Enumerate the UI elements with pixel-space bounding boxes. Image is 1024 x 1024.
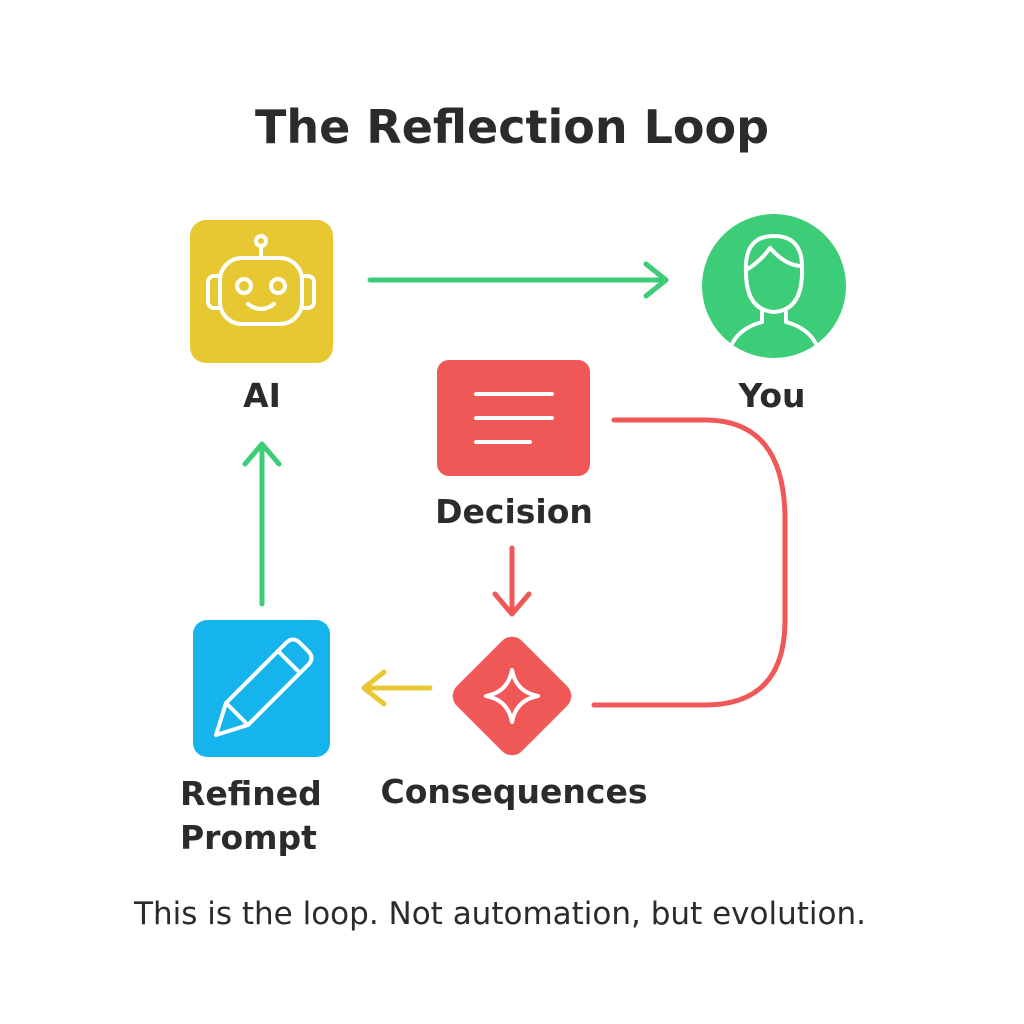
edge-you-to-consequences [591,417,788,708]
node-you [702,214,846,358]
person-icon [730,234,818,346]
robot-icon [206,234,316,326]
sparkle-icon [484,668,540,724]
diagram-title: The Reflection Loop [254,100,770,154]
edge-decision-to-consequences [492,545,532,617]
node-refined-prompt [193,620,330,757]
label-consequences: Consequences [380,772,648,811]
pencil-icon [214,637,314,737]
label-refined-line1: Refined [180,774,322,813]
label-ai: AI [243,376,281,415]
label-you: You [738,376,806,415]
edge-refined-to-ai [242,441,282,607]
caption: This is the loop. Not automation, but ev… [134,896,866,932]
node-ai [190,220,333,363]
label-refined-prompt: Refined Prompt [180,772,350,860]
document-lines-icon [474,392,554,444]
edge-ai-to-you [367,261,669,299]
edge-consequences-to-refined [361,669,433,707]
label-refined-line2: Prompt [180,818,317,857]
node-decision [437,360,590,476]
node-consequences [452,636,572,756]
label-decision: Decision [435,492,593,531]
